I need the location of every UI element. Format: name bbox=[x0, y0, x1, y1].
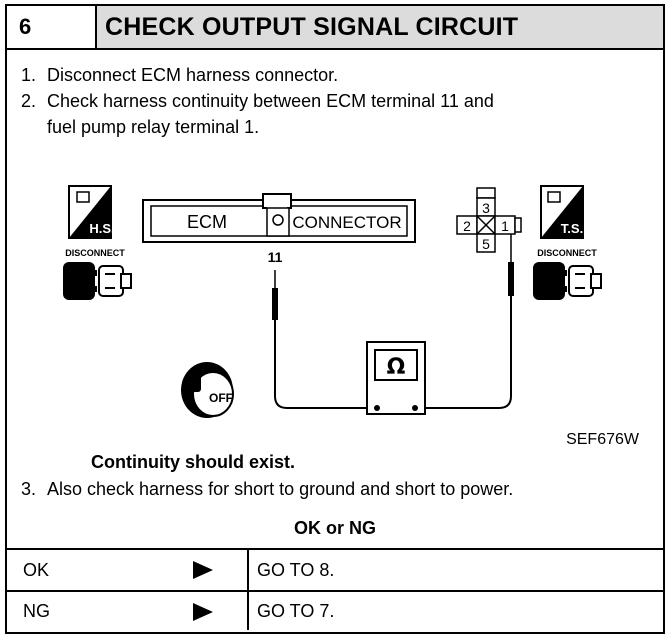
disconnect-connector-icon-left bbox=[63, 262, 132, 300]
disconnect-connector-icon-right bbox=[533, 262, 602, 300]
step-title: CHECK OUTPUT SIGNAL CIRCUIT bbox=[97, 6, 663, 48]
result-key-cell: NG bbox=[7, 592, 249, 630]
ohm-symbol: Ω bbox=[387, 355, 406, 380]
ts-badge-icon: T.S. bbox=[540, 185, 584, 239]
step-3-number: 3. bbox=[21, 479, 37, 499]
continuity-check-diagram: H.S. DISCONNECT ECM CONNECTOR 11 bbox=[63, 185, 640, 448]
connector-label: CONNECTOR bbox=[292, 213, 401, 232]
result-action-ok: GO TO 8. bbox=[257, 559, 335, 580]
probe-right bbox=[417, 234, 514, 409]
fuel-pump-relay-connector-icon: 3 2 1 5 bbox=[456, 187, 522, 253]
result-row-ok: OK GO TO 8. bbox=[7, 550, 663, 590]
result-row-ng: NG GO TO 7. bbox=[7, 590, 663, 630]
figure-code: SEF676W bbox=[566, 431, 640, 448]
ecm-label: ECM bbox=[187, 212, 227, 232]
result-action-ng: GO TO 7. bbox=[257, 600, 335, 621]
step-2-text-line-2: fuel pump relay terminal 1. bbox=[47, 117, 260, 137]
key-off-label: OFF bbox=[209, 391, 233, 405]
relay-terminal-5: 5 bbox=[482, 236, 490, 252]
arrow-right-icon bbox=[193, 603, 213, 621]
continuity-expectation: Continuity should exist. bbox=[91, 452, 296, 472]
instruction-step-2: 2. Check harness continuity between ECM t… bbox=[21, 88, 494, 114]
result-heading: OK or NG bbox=[293, 518, 376, 538]
instruction-step-3: 3. Also check harness for short to ground… bbox=[21, 476, 513, 502]
ecm-connector-icon: ECM CONNECTOR bbox=[142, 193, 416, 243]
step-2-number: 2. bbox=[21, 91, 37, 111]
disconnect-label-left: DISCONNECT bbox=[65, 248, 125, 258]
step-number: 6 bbox=[7, 6, 97, 48]
step-1-number: 1. bbox=[21, 65, 37, 85]
probe-left bbox=[272, 270, 375, 409]
relay-terminal-1: 1 bbox=[501, 218, 509, 234]
result-table: OK GO TO 8. NG GO TO 7. bbox=[7, 548, 663, 630]
ohmmeter-icon: Ω bbox=[366, 341, 426, 415]
hs-label: H.S. bbox=[89, 221, 114, 236]
terminal-11-label: 11 bbox=[268, 249, 283, 265]
ignition-key-off-icon: OFF bbox=[181, 362, 234, 418]
disconnect-label-right: DISCONNECT bbox=[537, 248, 597, 258]
step-1-text: Disconnect ECM harness connector. bbox=[47, 65, 339, 85]
result-key-ng: NG bbox=[23, 600, 50, 621]
step-3-text: Also check harness for short to ground a… bbox=[47, 479, 514, 499]
result-key-cell: OK bbox=[7, 550, 249, 590]
relay-terminal-3: 3 bbox=[482, 200, 490, 216]
relay-terminal-2: 2 bbox=[463, 218, 471, 234]
step-header: 6 CHECK OUTPUT SIGNAL CIRCUIT bbox=[7, 6, 663, 50]
hs-badge-icon: H.S. bbox=[68, 185, 115, 239]
instruction-step-2-continued: fuel pump relay terminal 1. bbox=[21, 114, 259, 140]
diagnostic-procedure-page: 6 CHECK OUTPUT SIGNAL CIRCUIT 1. Disconne… bbox=[5, 4, 665, 634]
step-2-text-line-1: Check harness continuity between ECM ter… bbox=[47, 91, 494, 111]
result-key-ok: OK bbox=[23, 559, 50, 580]
ts-label: T.S. bbox=[561, 221, 583, 236]
instruction-step-1: 1. Disconnect ECM harness connector. bbox=[21, 62, 338, 88]
arrow-right-icon bbox=[193, 561, 213, 579]
